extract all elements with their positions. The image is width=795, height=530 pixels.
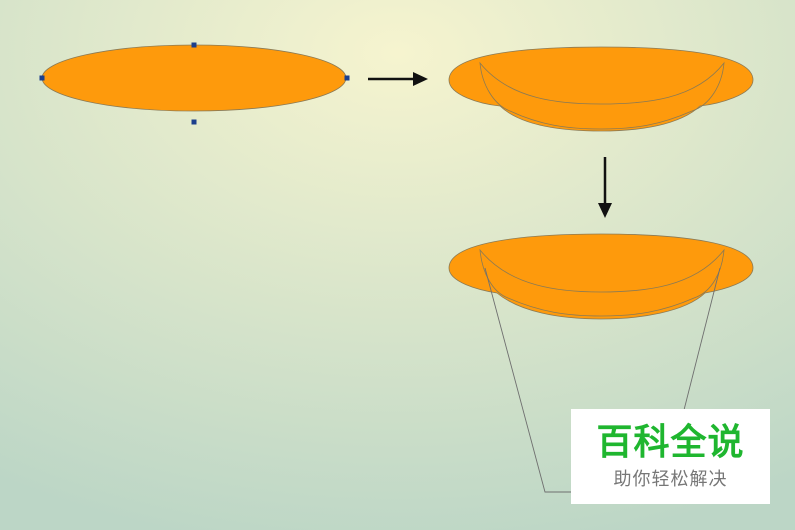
watermark-logo: 百科全说 助你轻松解决: [571, 409, 770, 504]
step1-ellipse-group: [39, 42, 350, 125]
watermark-subtitle: 助你轻松解决: [613, 469, 728, 490]
selection-handle-top[interactable]: [191, 42, 197, 48]
step3-inner-curve: [479, 248, 725, 317]
selection-handle-bottom[interactable]: [191, 119, 197, 125]
selection-handle-left[interactable]: [39, 75, 45, 81]
arrow-down-icon: [598, 157, 612, 218]
step2-inner-curve: [479, 61, 725, 130]
arrow-right-icon: [368, 72, 428, 86]
cup-outline-left: [484, 267, 580, 493]
step2-ellipse-body: [448, 46, 754, 132]
cup-outline-right: [683, 267, 721, 411]
watermark-title: 百科全说: [596, 422, 745, 463]
selection-handle-right[interactable]: [344, 75, 350, 81]
step1-ellipse: [41, 44, 347, 112]
step3-ellipse-group: [448, 233, 754, 493]
step2-ellipse-group: [448, 46, 754, 132]
step3-ellipse-body: [448, 233, 754, 320]
